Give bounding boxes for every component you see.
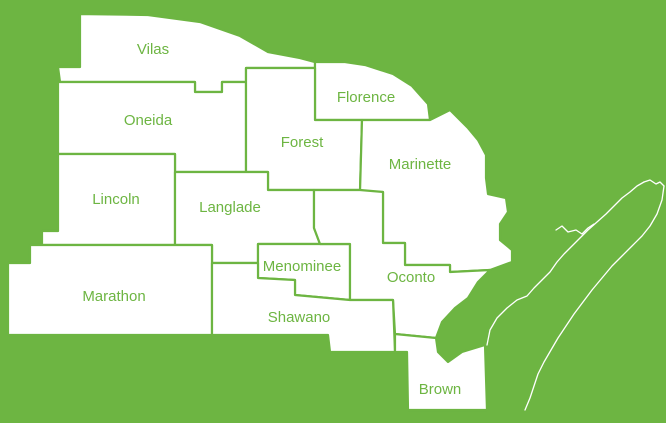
door-peninsula-west-shore — [486, 181, 645, 346]
county-oconto[interactable] — [312, 188, 492, 340]
door-peninsula-shoreline — [486, 179, 665, 411]
label-forest: Forest — [281, 134, 324, 151]
label-florence: Florence — [337, 89, 395, 106]
label-shawano: Shawano — [268, 309, 331, 326]
label-vilas: Vilas — [137, 41, 169, 58]
label-marathon: Marathon — [82, 288, 145, 305]
label-oconto: Oconto — [387, 269, 435, 286]
door-peninsula-tip — [643, 179, 665, 187]
county-brown[interactable] — [393, 332, 489, 412]
label-langlade: Langlade — [199, 199, 261, 216]
county-shawano[interactable] — [210, 261, 397, 354]
door-peninsula-east-shore — [524, 185, 665, 411]
label-lincoln: Lincoln — [92, 191, 140, 208]
label-marinette: Marinette — [389, 156, 452, 173]
sturgeon-bay-inlet — [555, 223, 595, 235]
county-shapes — [6, 12, 514, 412]
county-marathon[interactable] — [6, 243, 214, 337]
county-labels: Vilas Oneida Florence Forest Marinette L… — [82, 41, 461, 398]
label-brown: Brown — [419, 381, 462, 398]
label-oneida: Oneida — [124, 112, 173, 129]
label-menominee: Menominee — [263, 258, 341, 275]
